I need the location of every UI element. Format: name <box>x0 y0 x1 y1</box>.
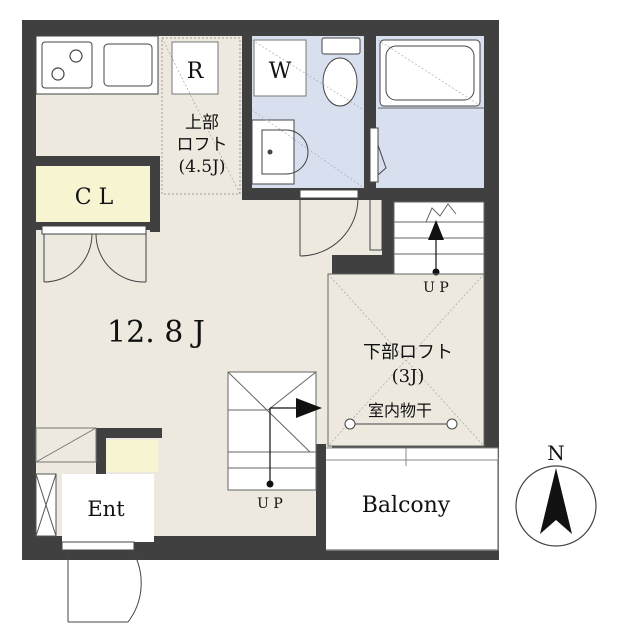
main-room-label: 12. 8 J <box>107 315 205 350</box>
closet <box>36 166 150 224</box>
kitchen-counter <box>35 35 159 95</box>
upper-loft-label-2: ロフト <box>177 135 228 155</box>
lower-loft-label-2: (3J) <box>392 366 425 387</box>
stair-lower <box>393 201 485 276</box>
indoor-drying-label: 室内物干 <box>368 401 432 420</box>
refrigerator-label: R <box>187 59 205 84</box>
lower-loft-outline <box>327 273 485 447</box>
stove <box>41 41 93 89</box>
wash-basin <box>251 119 295 185</box>
compass: N <box>515 441 597 547</box>
stair-lower-up-label: U P <box>423 280 449 296</box>
washer-label: W <box>269 59 292 84</box>
washroom-fixtures <box>251 37 365 189</box>
sink <box>103 43 153 87</box>
stair-up-arrow-icon <box>428 220 444 240</box>
stair-upper <box>227 371 322 491</box>
balcony-label: Balcony <box>362 493 451 518</box>
upper-loft-label-3: (4.5J) <box>178 157 225 177</box>
closet-label: C L <box>75 185 114 210</box>
toilet-icon <box>322 57 358 107</box>
stair-arrow-icon <box>296 398 322 418</box>
entrance-floor <box>62 474 154 542</box>
refrigerator-space <box>171 41 219 95</box>
north-arrow-icon <box>540 468 572 534</box>
stair-upper-up-label: U P <box>257 496 283 512</box>
balcony-area <box>322 458 498 550</box>
bathtub <box>369 39 485 183</box>
doors <box>41 189 383 623</box>
upper-loft-label-1: 上部 <box>185 113 219 133</box>
upper-loft-outline <box>161 37 241 195</box>
north-label: N <box>547 441 565 465</box>
entrance-label: Ent <box>87 497 125 521</box>
lower-loft-label-1: 下部ロフト <box>363 342 453 363</box>
